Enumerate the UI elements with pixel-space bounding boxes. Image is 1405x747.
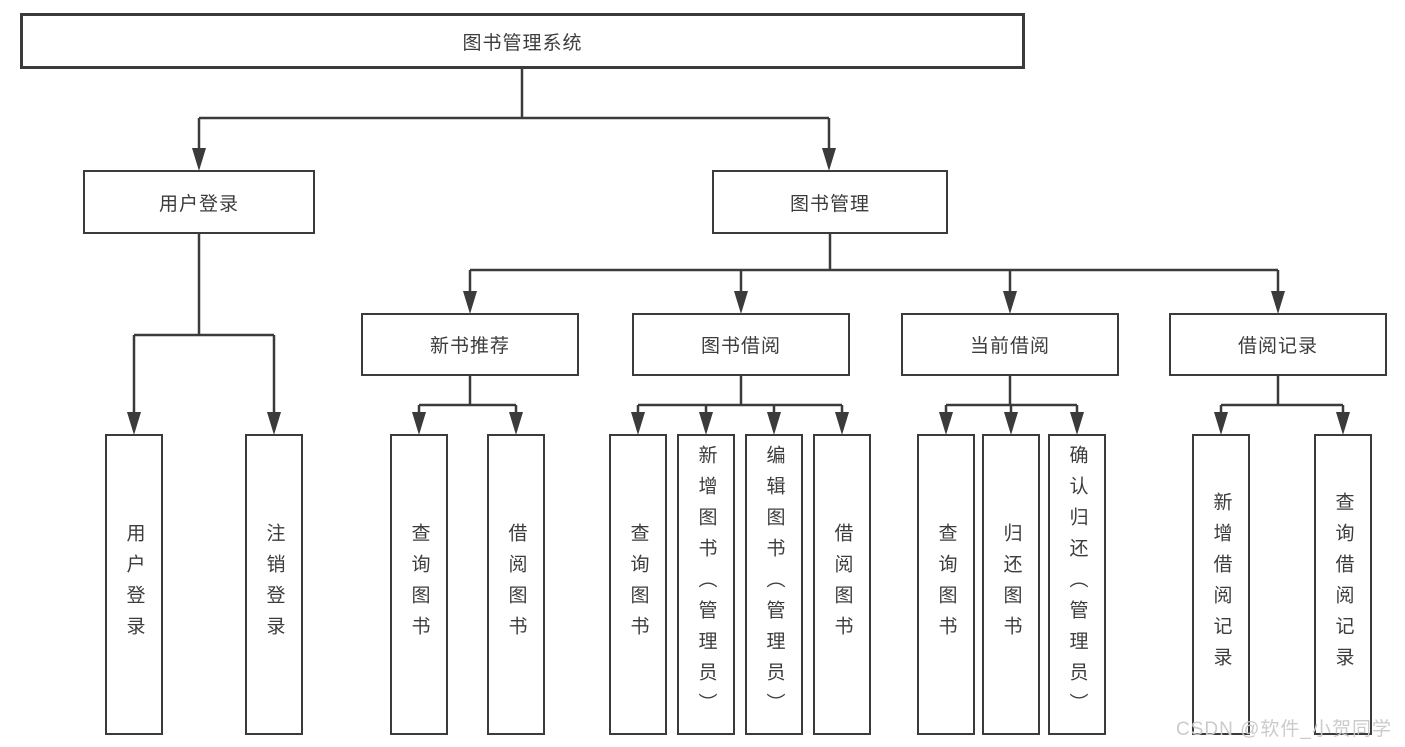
node-book-borrowing: 图书借阅 — [632, 313, 850, 376]
node-new-book-recommendation: 新书推荐 — [361, 313, 579, 376]
node-user-login-group: 用户登录 — [83, 170, 315, 234]
leaf-add-borrow-record: 新增借阅记录 — [1192, 434, 1250, 735]
leaf-borrow-books-recommend: 借阅图书 — [487, 434, 545, 735]
node-book-management-group: 图书管理 — [712, 170, 948, 234]
leaf-borrow-books-borrowing-label: 借阅图书 — [831, 522, 853, 647]
node-borrowing-records: 借阅记录 — [1169, 313, 1387, 376]
leaf-return-books-label: 归还图书 — [1000, 522, 1022, 647]
node-current-borrowing: 当前借阅 — [901, 313, 1119, 376]
leaf-edit-books-admin: 编辑图书（管理员） — [745, 434, 803, 735]
leaf-borrow-books-recommend-label: 借阅图书 — [505, 522, 527, 647]
leaf-confirm-return-admin: 确认归还（管理员） — [1048, 434, 1106, 735]
leaf-user-login-label: 用户登录 — [123, 522, 145, 647]
leaf-query-books-recommend-label: 查询图书 — [408, 522, 430, 647]
leaf-query-books-current: 查询图书 — [917, 434, 975, 735]
leaf-query-books-current-label: 查询图书 — [935, 522, 957, 647]
leaf-add-borrow-record-label: 新增借阅记录 — [1210, 491, 1232, 678]
leaf-query-borrow-record-label: 查询借阅记录 — [1332, 491, 1354, 678]
leaf-add-books-admin: 新增图书（管理员） — [677, 434, 735, 735]
leaf-query-books-borrowing: 查询图书 — [609, 434, 667, 735]
leaf-return-books: 归还图书 — [982, 434, 1040, 735]
csdn-watermark: CSDN @软件_小贺同学 — [1176, 719, 1392, 740]
leaf-query-books-borrowing-label: 查询图书 — [627, 522, 649, 647]
leaf-user-login: 用户登录 — [105, 434, 163, 735]
arrowheads — [127, 148, 1350, 435]
leaf-add-books-admin-label: 新增图书（管理员） — [695, 445, 717, 724]
leaf-borrow-books-borrowing: 借阅图书 — [813, 434, 871, 735]
leaf-logout-label: 注销登录 — [263, 522, 285, 647]
leaf-confirm-return-admin-label: 确认归还（管理员） — [1066, 445, 1088, 724]
leaf-query-books-recommend: 查询图书 — [390, 434, 448, 735]
leaf-logout: 注销登录 — [245, 434, 303, 735]
leaf-query-borrow-record: 查询借阅记录 — [1314, 434, 1372, 735]
leaf-edit-books-admin-label: 编辑图书（管理员） — [763, 445, 785, 724]
node-library-management-system: 图书管理系统 — [20, 13, 1025, 69]
